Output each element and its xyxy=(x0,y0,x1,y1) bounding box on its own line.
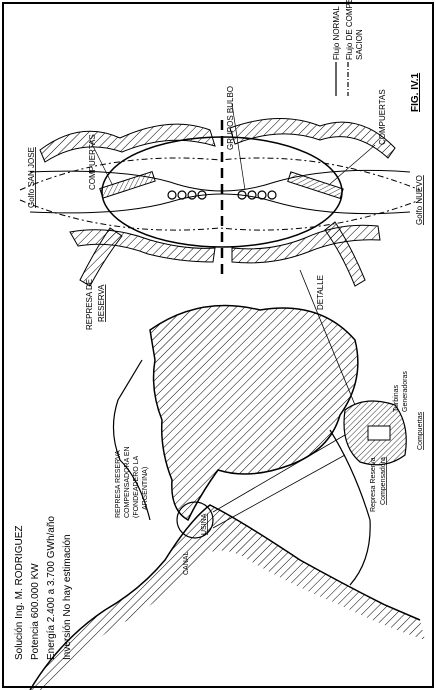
legend-normal-label: Flujo NORMAL xyxy=(332,6,341,60)
info-power: Potencia 600.000 KW xyxy=(30,563,41,660)
label-turbines-1: Turbinas xyxy=(393,385,400,412)
label-usina: USINA xyxy=(201,513,208,535)
label-inset-dam-2: Compensadora xyxy=(380,457,387,505)
figure-label: FIG. IV.1 xyxy=(410,72,421,112)
leader-gates-right xyxy=(330,145,375,184)
mainland-hatch xyxy=(30,505,425,690)
label-gulf-nuevo: Golfo NUEVO xyxy=(415,175,424,225)
bank-left-top xyxy=(40,124,215,162)
label-gulf-san-jose: Golfo SAN JOSE xyxy=(27,147,36,208)
legend-comp-label-1: Flujo DE COMPEN- xyxy=(345,0,354,60)
label-reservoir-1: REPRESA RESERVA xyxy=(115,450,122,518)
legend-comp-label-2: SACION xyxy=(355,29,364,60)
label-gates-right: COMPUERTAS xyxy=(378,89,387,145)
label-gates-top: COMPUERTAS xyxy=(88,134,97,190)
info-investment: Inversión No hay estimación xyxy=(62,534,73,660)
label-detail: DETALLE xyxy=(316,275,325,310)
label-reserve-dam-1: REPRESA DE xyxy=(85,279,94,330)
label-reservoir-2: COMPENSADORA EN xyxy=(124,446,131,518)
label-bulb-groups: GRUPOS BULBO xyxy=(226,86,235,150)
label-reserve-dam-2: RESERVA xyxy=(97,284,106,322)
gate-bar-right xyxy=(288,172,343,199)
map-diagram xyxy=(30,270,425,690)
detail-diagram xyxy=(20,62,420,286)
info-energy: Energía 2.400 a 3.700 GWh/año xyxy=(46,516,57,660)
label-reservoir-4: ARGENTINA) xyxy=(142,467,149,510)
normal-flow-line xyxy=(30,194,410,214)
label-inset-gates: Compuertas xyxy=(417,411,424,450)
normal-flow-line xyxy=(30,170,410,191)
label-reservoir-3: (FONDEADERO LA xyxy=(133,455,140,518)
info-solution: Solución Ing. M. RODRIGUEZ xyxy=(14,526,25,660)
label-inset-dam-1: Represa Reserva xyxy=(370,457,377,512)
inset-turbines xyxy=(368,426,390,440)
label-canal: CANAL xyxy=(183,552,190,575)
label-turbines-2: Generadoras xyxy=(402,371,409,412)
compensation-flow-line xyxy=(20,158,420,190)
